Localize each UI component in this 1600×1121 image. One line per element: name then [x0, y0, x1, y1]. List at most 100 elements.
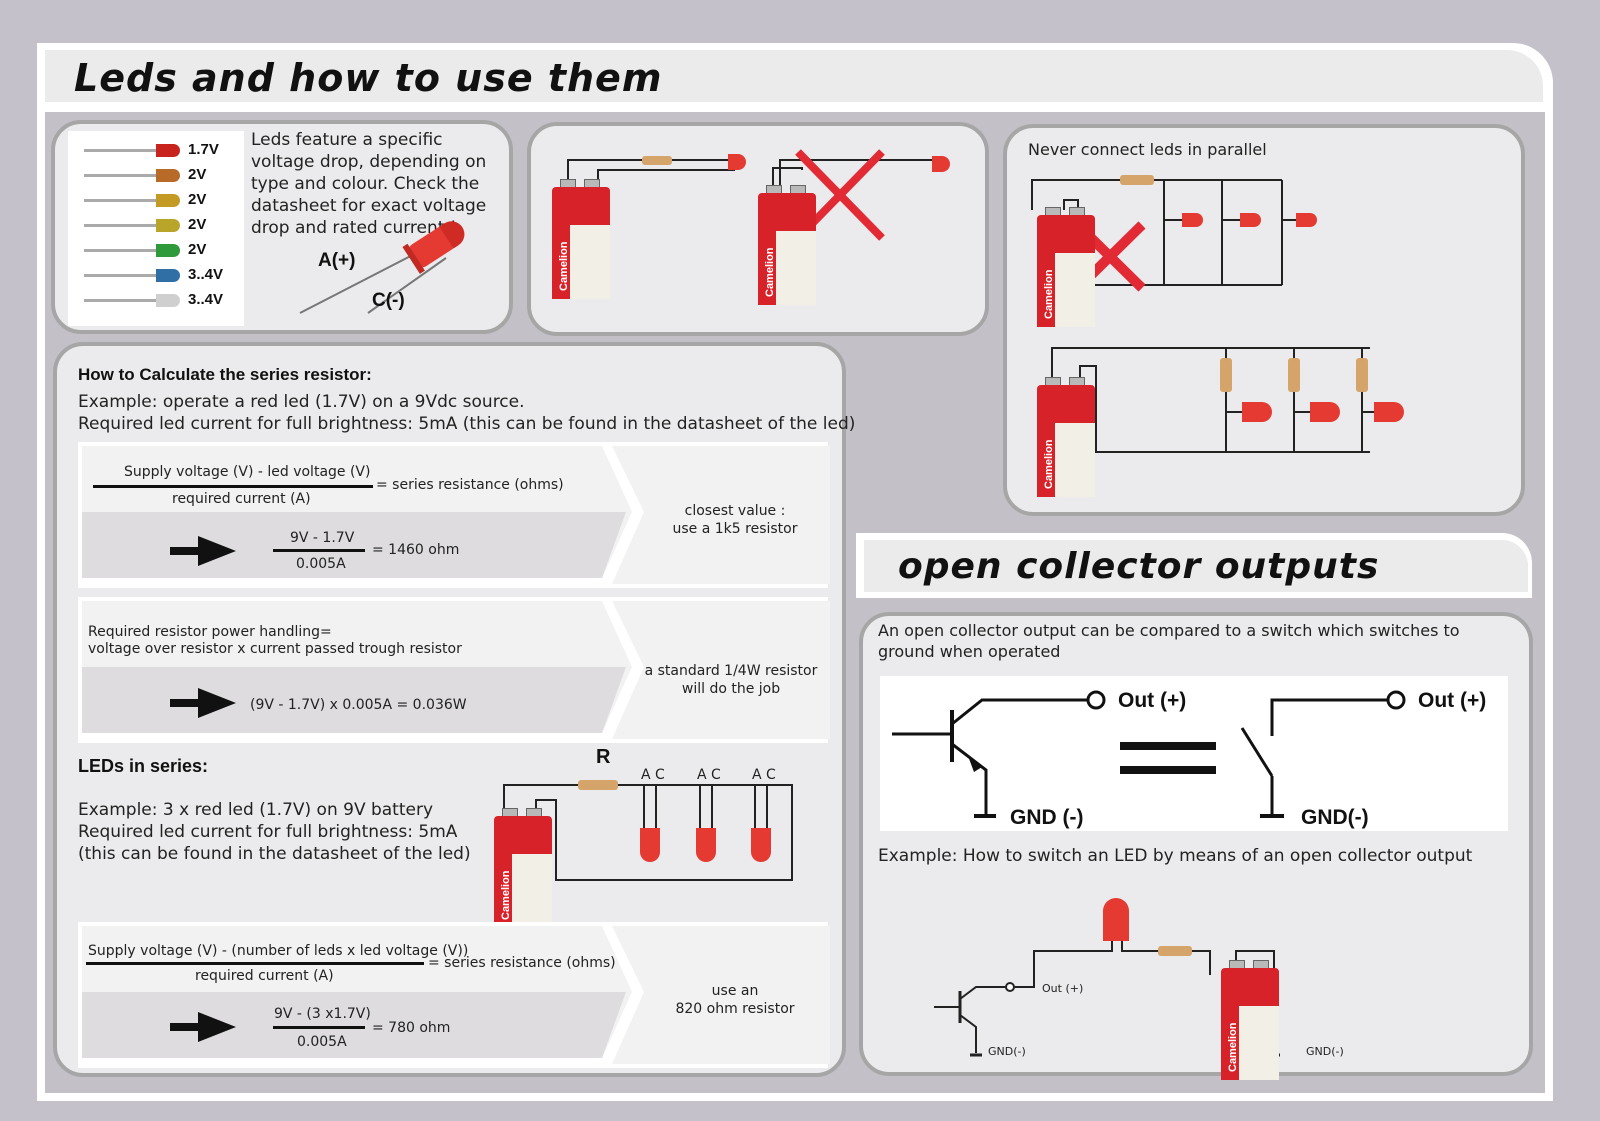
- series-leds-line3: (this can be found in the datasheet of t…: [78, 844, 471, 864]
- small-gnd-label-1: GND(-): [988, 1045, 1026, 1058]
- led-colour-row: 2V: [84, 241, 244, 258]
- battery-brand: Camelion: [500, 870, 512, 920]
- led-colour-row: 2V: [84, 216, 244, 233]
- cathode-label: C(-): [372, 290, 405, 311]
- header-bar: [45, 50, 1543, 102]
- led-voltage-label: 3..4V: [188, 291, 224, 308]
- battery-brand: Camelion: [1227, 1022, 1239, 1072]
- parallel-right-diagram: [1051, 347, 1404, 453]
- f3-result: = series resistance (ohms): [428, 955, 616, 971]
- f3-arrow-icon: [170, 1012, 236, 1042]
- parallel-caption: Never connect leds in parallel: [1028, 140, 1267, 159]
- gnd-label-1: GND (-): [1010, 806, 1084, 829]
- out-label-2: Out (+): [1418, 689, 1487, 712]
- f1-conclusion-line2: use a 1k5 resistor: [672, 521, 798, 537]
- f1-fraction-bar: [93, 485, 373, 488]
- f1-calc-denominator: 0.005A: [296, 556, 346, 572]
- battery-top: [758, 193, 816, 231]
- f3-conclusion-line1: use an: [711, 983, 759, 999]
- series-leds-heading: LEDs in series:: [78, 756, 209, 776]
- led-body-icon: [156, 269, 180, 282]
- f3-calc-numerator: 9V - (3 x1.7V): [274, 1006, 371, 1022]
- f2-conclusion: a standard 1/4W resistor will do the job: [636, 662, 826, 698]
- formula-box-2: [78, 597, 830, 743]
- battery-brand: Camelion: [764, 247, 776, 297]
- f3-calc-result: = 780 ohm: [372, 1020, 451, 1036]
- battery-top: [552, 187, 610, 225]
- led-leads: [84, 274, 158, 277]
- led-voltage-label: 3..4V: [188, 266, 224, 283]
- f3-conclusion-line2: 820 ohm resistor: [675, 1001, 795, 1017]
- f1-calc-bar: [273, 549, 365, 552]
- led-body-icon: [156, 219, 180, 232]
- battery-top: [1037, 385, 1095, 423]
- open-collector-header-bar: [864, 540, 1528, 592]
- led-leads: [84, 149, 158, 152]
- led-leads: [84, 249, 158, 252]
- gnd-label-2: GND(-): [1301, 806, 1369, 829]
- f1-calc-numerator: 9V - 1.7V: [290, 530, 355, 546]
- led-body-icon: [156, 294, 180, 307]
- led-leads: [84, 174, 158, 177]
- pin-label-2: A C: [697, 767, 721, 783]
- f3-calc-bar: [273, 1026, 365, 1029]
- battery-top: [1221, 968, 1279, 1006]
- f1-arrow-icon: [170, 536, 236, 566]
- battery-brand: Camelion: [1043, 269, 1055, 319]
- battery-left: Camelion: [552, 179, 610, 299]
- led-voltage-label: 2V: [188, 241, 207, 258]
- open-collector-example: Example: How to switch an LED by means o…: [878, 846, 1473, 866]
- pin-label-1: A C: [641, 767, 665, 783]
- f3-numerator: Supply voltage (V) - (number of leds x l…: [88, 943, 469, 959]
- f2-conclusion-line2: will do the job: [681, 681, 781, 697]
- led-voltage-label: 2V: [188, 216, 207, 233]
- battery-top: [1037, 215, 1095, 253]
- f1-numerator: Supply voltage (V) - led voltage (V): [124, 464, 371, 480]
- battery-stripe: [1037, 253, 1055, 327]
- series-resistor-line1: Example: operate a red led (1.7V) on a 9…: [78, 392, 525, 412]
- battery-stripe: [552, 225, 570, 299]
- formula-box-3: [78, 922, 830, 1068]
- f2-conclusion-line1: a standard 1/4W resistor: [644, 663, 818, 679]
- series-resistor-heading: How to Calculate the series resistor:: [78, 365, 372, 384]
- open-collector-line1: An open collector output can be compared…: [878, 621, 1460, 640]
- led-colour-row: 3..4V: [84, 291, 244, 308]
- led-body-icon: [156, 244, 180, 257]
- pin-label-3: A C: [752, 767, 776, 783]
- f3-calc-denominator: 0.005A: [297, 1034, 347, 1050]
- battery-stripe: [1037, 423, 1055, 497]
- f1-conclusion-line1: closest value :: [684, 503, 786, 519]
- battery-stripe: [494, 854, 512, 928]
- resistor-label: R: [596, 746, 611, 768]
- f2-line2: voltage over resistor x current passed t…: [88, 641, 462, 657]
- f3-denominator: required current (A): [195, 968, 334, 984]
- led-pinout-illustration: [299, 221, 465, 314]
- series-leds-line2: Required led current for full brightness…: [78, 822, 458, 842]
- led-voltage-label: 1.7V: [188, 141, 219, 158]
- page-title: Leds and how to use them: [74, 56, 663, 100]
- f2-calc: (9V - 1.7V) x 0.005A = 0.036W: [250, 697, 467, 713]
- open-collector-title: open collector outputs: [898, 546, 1380, 587]
- f1-conclusion: closest value : use a 1k5 resistor: [640, 502, 830, 538]
- led-leads: [84, 224, 158, 227]
- f2-arrow-icon: [170, 688, 236, 718]
- battery-brand: Camelion: [1043, 439, 1055, 489]
- f3-conclusion: use an 820 ohm resistor: [640, 982, 830, 1018]
- led-colour-row: 3..4V: [84, 266, 244, 283]
- open-collector-equivalence: [880, 676, 1508, 831]
- led-body-icon: [156, 169, 180, 182]
- led-voltage-label: 2V: [188, 191, 207, 208]
- led-body-icon: [156, 194, 180, 207]
- f1-result: = series resistance (ohms): [376, 477, 564, 493]
- battery-parallel-1: Camelion: [1037, 207, 1095, 327]
- battery-series: Camelion: [494, 808, 552, 928]
- small-gnd-label-2: GND(-): [1306, 1045, 1344, 1058]
- out-label-1: Out (+): [1118, 689, 1187, 712]
- battery-parallel-2: Camelion: [1037, 377, 1095, 497]
- series-resistor-line2: Required led current for full brightness…: [78, 414, 856, 434]
- led-colour-row: 2V: [84, 191, 244, 208]
- battery-top: [494, 816, 552, 854]
- open-collector-line2: ground when operated: [878, 642, 1061, 661]
- series-leds-diagram: [503, 780, 793, 881]
